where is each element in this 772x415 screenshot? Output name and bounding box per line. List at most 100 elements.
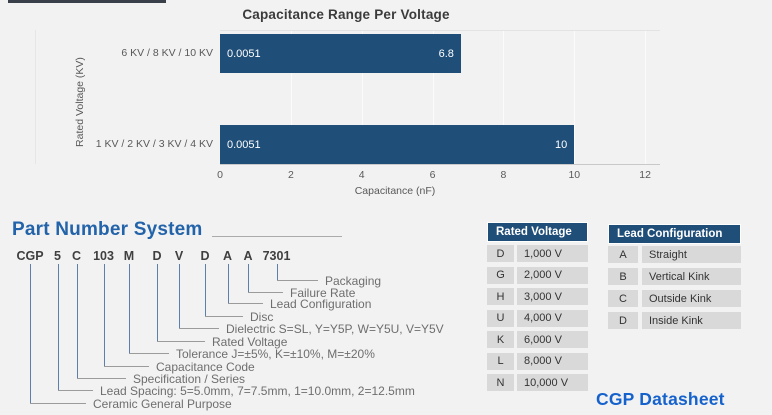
bar-min-label: 0.0051: [227, 47, 261, 60]
pn-connector-vertical: [57, 264, 59, 390]
cgp-datasheet-link[interactable]: CGP Datasheet: [596, 389, 725, 409]
pn-connector-horizontal: [157, 341, 205, 342]
pn-connector-horizontal: [205, 316, 243, 317]
bar-max-label: 10: [555, 138, 568, 151]
bar-max-label: 6.8: [438, 47, 454, 60]
row-code-cell: N: [487, 374, 514, 391]
row-code-cell: D: [608, 312, 638, 329]
pn-code: A: [222, 249, 233, 263]
pn-code: D: [152, 249, 162, 263]
gridline: [432, 31, 434, 165]
pn-connector-vertical: [157, 264, 158, 341]
rated-voltage-table-header: Rated Voltage: [487, 222, 588, 242]
pn-label: Lead Configuration: [270, 297, 372, 311]
pn-connector-vertical: [179, 264, 180, 328]
chart-x-axis-title: Capacitance (nF): [354, 185, 436, 197]
bar-min-label: 0.0051: [227, 138, 261, 151]
row-code-cell: G: [487, 266, 514, 284]
row-value-cell: 2,000 V: [517, 266, 588, 284]
pn-connector-vertical: [227, 264, 229, 303]
pn-label: Rated Voltage: [212, 335, 288, 349]
row-value-cell: 8,000 V: [517, 352, 588, 370]
pn-label: Failure Rate: [290, 285, 356, 300]
bar: 0.0051 6.8: [220, 34, 461, 73]
row-value-cell: 10,000 V: [517, 374, 588, 391]
pn-code: A: [243, 249, 253, 263]
plot-left-edge: [35, 30, 36, 164]
top-cropped-element: [8, 0, 166, 3]
row-value-cell: Straight: [642, 246, 741, 263]
x-tick-label: 12: [639, 169, 651, 181]
pn-label: Tolerance J=±5%, K=±10%, M=±20%: [176, 347, 375, 361]
chart-title: Capacitance Range Per Voltage: [242, 7, 450, 22]
row-code-cell: C: [608, 290, 638, 307]
category-label: 1 KV / 2 KV / 3 KV / 4 KV: [95, 137, 213, 150]
x-tick-label: 2: [287, 169, 294, 181]
row-value-cell: 1,000 V: [517, 245, 588, 262]
pn-code: 7301: [262, 249, 291, 263]
row-code-cell: U: [487, 309, 514, 327]
pn-connector-horizontal: [129, 353, 169, 354]
row-code-cell: D: [487, 245, 514, 262]
pn-code: D: [200, 249, 210, 263]
pn-label: Disc: [250, 310, 274, 324]
pn-label: Dielectric S=SL, Y=Y5P, W=Y5U, V=Y5V: [226, 322, 444, 336]
gridline: [290, 31, 292, 165]
chart-y-axis-title: Rated Voltage (KV): [74, 57, 86, 147]
x-tick-label: 0: [217, 169, 223, 181]
pn-label: Lead Spacing: 5=5.0mm, 7=7.5mm, 1=10.0mm…: [100, 384, 415, 398]
x-tick-label: 10: [568, 169, 581, 181]
pn-connector-horizontal: [103, 366, 149, 367]
gridline: [574, 31, 576, 165]
chart-plot-area: 0.0051 6.8 0.0051 10: [220, 30, 660, 165]
row-value-cell: Outside Kink: [642, 290, 741, 307]
pn-connector-horizontal: [179, 328, 219, 329]
pn-connector-horizontal: [57, 390, 93, 391]
pn-connector-vertical: [103, 264, 105, 366]
row-value-cell: 3,000 V: [517, 288, 588, 305]
pn-label: Specification / Series: [133, 372, 246, 386]
row-value-cell: Vertical Kink: [642, 268, 741, 285]
pn-connector-vertical: [30, 264, 31, 403]
pn-connector-vertical: [205, 264, 206, 316]
gridline: [361, 31, 363, 165]
part-number-system-heading: Part Number System: [12, 219, 203, 240]
lead-configuration-table-header: Lead Configuration: [608, 224, 741, 244]
row-code-cell: L: [487, 352, 514, 370]
x-tick-label: 8: [500, 169, 507, 181]
heading-rule: [212, 236, 342, 237]
row-value-cell: Inside Kink: [642, 312, 741, 329]
pn-connector-horizontal: [276, 279, 318, 281]
row-code-cell: H: [487, 288, 514, 305]
pn-label: Capacitance Code: [156, 360, 255, 374]
pn-code: 103: [93, 249, 114, 263]
pn-connector-horizontal: [248, 291, 283, 293]
row-value-cell: 4,000 V: [517, 309, 588, 327]
pn-connector-vertical: [276, 264, 278, 280]
row-code-cell: K: [487, 331, 514, 348]
category-label: 6 KV / 8 KV / 10 KV: [121, 46, 213, 59]
pn-connector-vertical: [248, 264, 249, 292]
x-tick-label: 4: [358, 169, 365, 181]
pn-connector-vertical: [129, 264, 130, 353]
bar: 0.0051 10: [220, 125, 575, 164]
row-code-cell: B: [608, 268, 638, 285]
pn-label: Ceramic General Purpose: [93, 397, 232, 411]
pn-code: M: [123, 249, 135, 263]
pn-code: C: [71, 249, 82, 263]
pn-code: CGP: [16, 249, 44, 263]
